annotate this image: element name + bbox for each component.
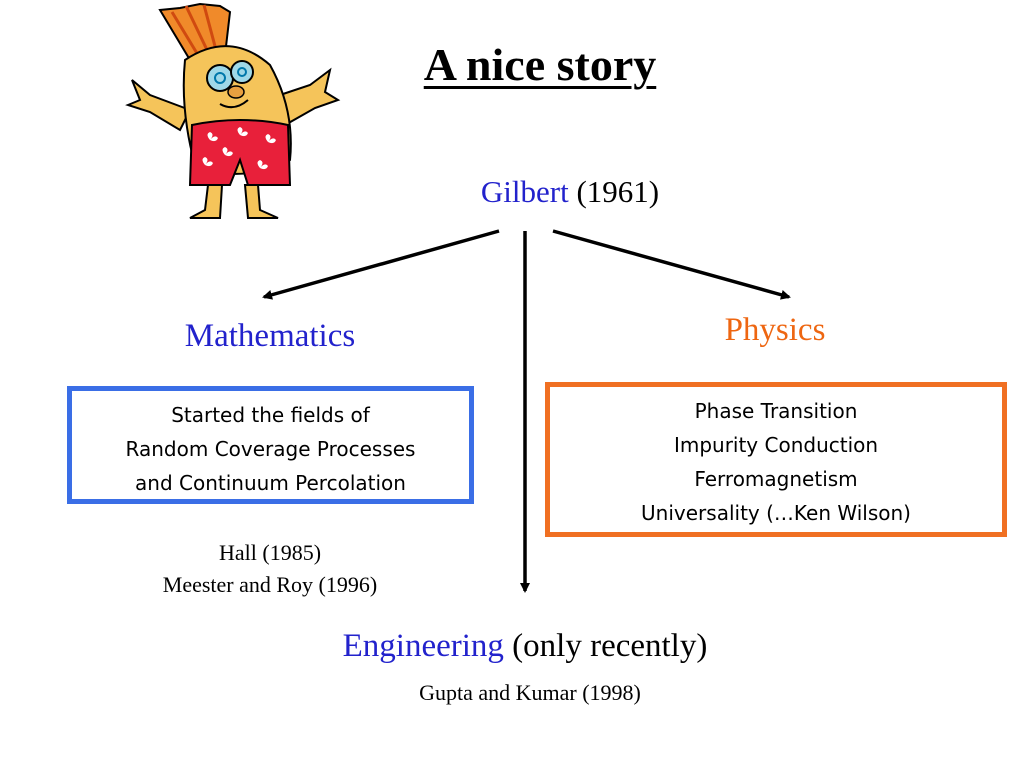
physics-heading: Physics (724, 312, 826, 348)
engineering-node: Engineering (only recently) (250, 628, 800, 665)
root-year: (1961) (576, 174, 660, 209)
mathematics-box-line: and Continuum Percolation (135, 471, 406, 495)
mathematics-reference: Meester and Roy (1996) (162, 572, 378, 597)
physics-box-line: Ferromagnetism (694, 467, 858, 491)
mathematics-box-line: Started the fields of (171, 403, 370, 427)
mathematics-box-line: Random Coverage Processes (125, 437, 416, 461)
slide-title: A nice story (423, 39, 657, 90)
root-name: Gilbert (480, 174, 569, 209)
engineering-note: (only recently) (512, 628, 708, 664)
arrow-to-mathematics (262, 229, 500, 300)
arrow-to-physics (552, 229, 791, 300)
physics-box-line: Universality (…Ken Wilson) (641, 501, 911, 525)
mathematics-heading: Mathematics (184, 318, 356, 354)
mathematics-reference: Hall (1985) (218, 540, 322, 565)
physics-box: Phase Transition Impurity Conduction Fer… (545, 382, 1007, 537)
root-node: Gilbert (1961) (400, 174, 740, 210)
mathematics-box: Started the fields of Random Coverage Pr… (67, 386, 474, 504)
engineering-heading: Engineering (342, 628, 504, 664)
physics-box-line: Phase Transition (694, 399, 858, 423)
cartoon-character-icon (125, 2, 341, 219)
engineering-reference: Gupta and Kumar (1998) (419, 680, 641, 705)
mathematics-references: Hall (1985) Meester and Roy (1996) (100, 537, 440, 601)
physics-box-line: Impurity Conduction (673, 433, 879, 457)
